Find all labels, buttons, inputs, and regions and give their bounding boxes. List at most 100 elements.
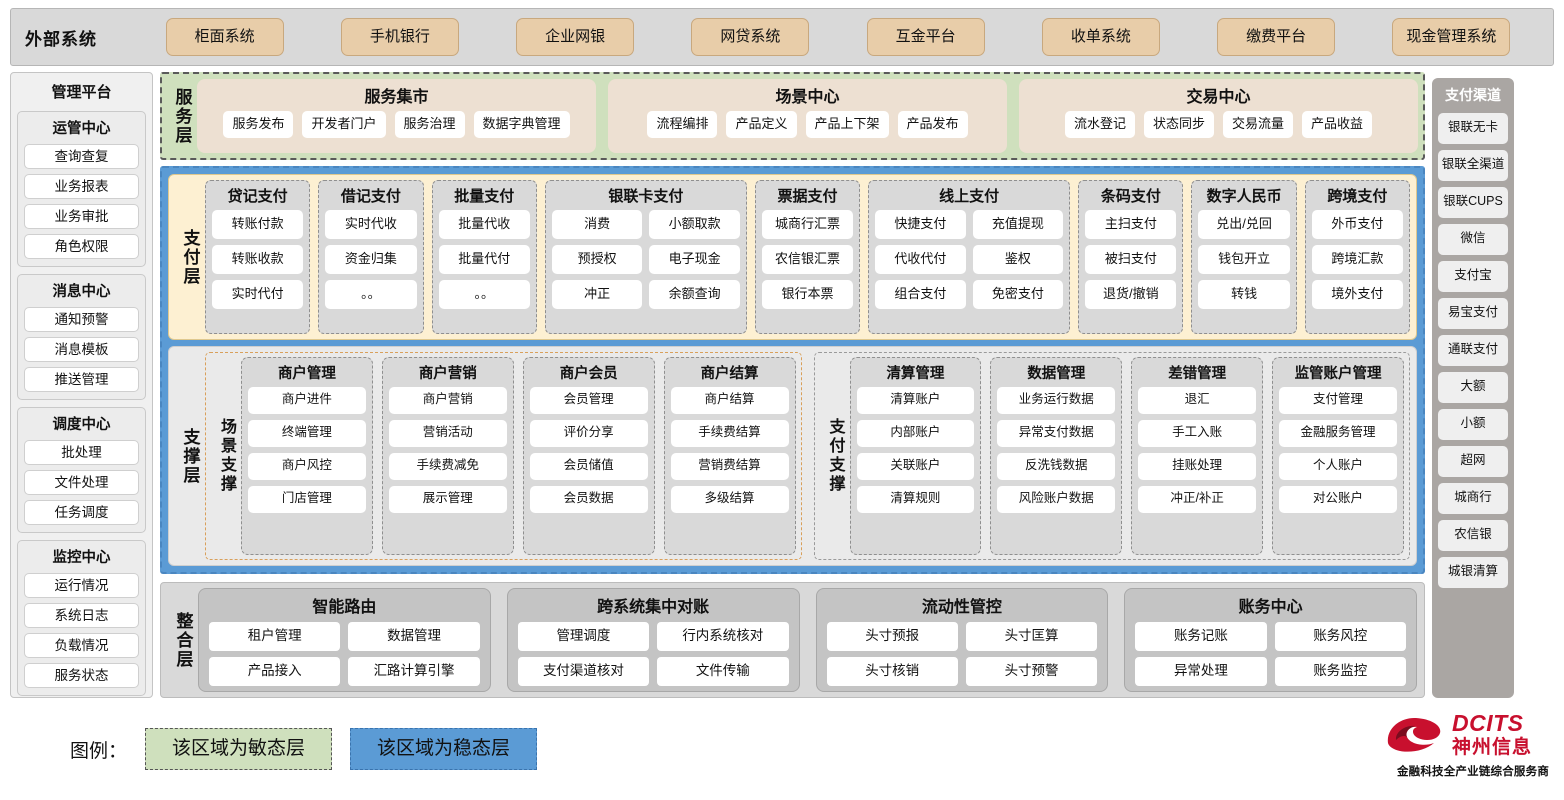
external-system-item[interactable]: 柜面系统 xyxy=(165,18,284,56)
payment-item[interactable]: 。。 xyxy=(438,280,530,309)
integration-item[interactable]: 账务监控 xyxy=(1274,657,1406,686)
payment-channel-item[interactable]: 大额 xyxy=(1438,372,1508,403)
support-item[interactable]: 清算规则 xyxy=(856,486,975,513)
payment-channel-item[interactable]: 通联支付 xyxy=(1438,335,1508,366)
payment-item[interactable]: 充值提现 xyxy=(972,210,1064,239)
service-item[interactable]: 产品收益 xyxy=(1302,111,1373,138)
payment-item[interactable]: 退货/撤销 xyxy=(1085,280,1177,309)
service-item[interactable]: 产品发布 xyxy=(897,111,968,138)
service-item[interactable]: 服务发布 xyxy=(223,111,294,138)
integration-item[interactable]: 头寸预报 xyxy=(826,622,958,651)
management-item[interactable]: 推送管理 xyxy=(24,367,139,392)
integration-item[interactable]: 支付渠道核对 xyxy=(517,657,650,686)
integration-item[interactable]: 异常处理 xyxy=(1135,657,1267,686)
payment-item[interactable]: 被扫支付 xyxy=(1085,245,1177,274)
payment-item[interactable]: 小额取款 xyxy=(649,210,740,239)
support-item[interactable]: 多级结算 xyxy=(670,486,789,513)
payment-item[interactable]: 资金归集 xyxy=(325,245,417,274)
integration-item[interactable]: 头寸预警 xyxy=(965,657,1098,686)
service-item[interactable]: 状态同步 xyxy=(1143,111,1214,138)
external-system-item[interactable]: 收单系统 xyxy=(1041,18,1160,56)
support-item[interactable]: 会员管理 xyxy=(529,387,648,414)
payment-item[interactable]: 快捷支付 xyxy=(875,210,966,239)
payment-channel-item[interactable]: 城商行 xyxy=(1438,483,1508,514)
payment-item[interactable]: 电子现金 xyxy=(649,245,740,274)
management-item[interactable]: 业务审批 xyxy=(24,204,139,229)
payment-item[interactable]: 农信银汇票 xyxy=(761,245,854,274)
support-item[interactable]: 退汇 xyxy=(1138,387,1257,414)
management-item[interactable]: 通知预警 xyxy=(24,307,139,332)
payment-channel-item[interactable]: 银联CUPS xyxy=(1438,187,1508,218)
external-system-item[interactable]: 现金管理系统 xyxy=(1392,18,1511,56)
integration-item[interactable]: 行内系统核对 xyxy=(657,622,789,651)
support-item[interactable]: 挂账处理 xyxy=(1138,453,1257,480)
external-system-item[interactable]: 手机银行 xyxy=(340,18,459,56)
payment-item[interactable]: 兑出/兑回 xyxy=(1198,210,1290,239)
service-item[interactable]: 数据字典管理 xyxy=(473,111,570,138)
payment-item[interactable]: 批量代付 xyxy=(438,245,530,274)
integration-item[interactable]: 租户管理 xyxy=(209,622,341,651)
payment-item[interactable]: 预授权 xyxy=(551,245,643,274)
payment-item[interactable]: 实时代收 xyxy=(325,210,417,239)
external-system-item[interactable]: 缴费平台 xyxy=(1217,18,1336,56)
payment-item[interactable]: 转钱 xyxy=(1198,280,1290,309)
support-item[interactable]: 内部账户 xyxy=(856,420,975,447)
integration-item[interactable]: 文件传输 xyxy=(657,657,789,686)
support-item[interactable]: 支付管理 xyxy=(1279,387,1397,414)
external-system-item[interactable]: 互金平台 xyxy=(866,18,985,56)
payment-item[interactable]: 银行本票 xyxy=(761,280,854,309)
management-item[interactable]: 消息模板 xyxy=(24,337,139,362)
payment-item[interactable]: 。。 xyxy=(325,280,417,309)
support-item[interactable]: 异常支付数据 xyxy=(997,420,1116,447)
management-item[interactable]: 任务调度 xyxy=(24,500,139,525)
integration-item[interactable]: 汇路计算引擎 xyxy=(348,657,480,686)
payment-item[interactable]: 实时代付 xyxy=(212,280,304,309)
payment-channel-item[interactable]: 易宝支付 xyxy=(1438,298,1508,329)
management-item[interactable]: 角色权限 xyxy=(24,234,139,259)
support-item[interactable]: 手工入账 xyxy=(1138,420,1257,447)
integration-item[interactable]: 账务记账 xyxy=(1135,622,1267,651)
payment-item[interactable]: 境外支付 xyxy=(1311,280,1404,309)
service-item[interactable]: 流程编排 xyxy=(647,111,718,138)
support-item[interactable]: 门店管理 xyxy=(248,486,366,513)
integration-item[interactable]: 头寸匡算 xyxy=(965,622,1098,651)
support-item[interactable]: 商户进件 xyxy=(248,387,366,414)
support-item[interactable]: 商户营销 xyxy=(388,387,507,414)
external-system-item[interactable]: 网贷系统 xyxy=(691,18,810,56)
payment-item[interactable]: 代收代付 xyxy=(875,245,966,274)
support-item[interactable]: 会员储值 xyxy=(529,453,648,480)
payment-channel-item[interactable]: 农信银 xyxy=(1438,520,1508,551)
payment-item[interactable]: 转账付款 xyxy=(212,210,304,239)
payment-channel-item[interactable]: 支付宝 xyxy=(1438,261,1508,292)
support-item[interactable]: 风险账户数据 xyxy=(997,486,1116,513)
integration-item[interactable]: 账务风控 xyxy=(1274,622,1406,651)
support-item[interactable]: 手续费结算 xyxy=(670,420,789,447)
management-item[interactable]: 批处理 xyxy=(24,440,139,465)
payment-item[interactable]: 主扫支付 xyxy=(1085,210,1177,239)
support-item[interactable]: 冲正/补正 xyxy=(1138,486,1257,513)
management-item[interactable]: 文件处理 xyxy=(24,470,139,495)
management-item[interactable]: 服务状态 xyxy=(24,663,139,688)
payment-channel-item[interactable]: 小额 xyxy=(1438,409,1508,440)
support-item[interactable]: 商户风控 xyxy=(248,453,366,480)
management-item[interactable]: 业务报表 xyxy=(24,174,139,199)
integration-item[interactable]: 管理调度 xyxy=(517,622,650,651)
payment-channel-item[interactable]: 微信 xyxy=(1438,224,1508,255)
support-item[interactable]: 营销活动 xyxy=(388,420,507,447)
support-item[interactable]: 业务运行数据 xyxy=(997,387,1116,414)
support-item[interactable]: 关联账户 xyxy=(856,453,975,480)
management-item[interactable]: 查询查复 xyxy=(24,144,139,169)
integration-item[interactable]: 产品接入 xyxy=(209,657,341,686)
management-item[interactable]: 系统日志 xyxy=(24,603,139,628)
service-item[interactable]: 交易流量 xyxy=(1223,111,1294,138)
payment-channel-item[interactable]: 银联全渠道 xyxy=(1438,150,1508,181)
support-item[interactable]: 终端管理 xyxy=(248,420,366,447)
payment-channel-item[interactable]: 银联无卡 xyxy=(1438,113,1508,144)
payment-item[interactable]: 城商行汇票 xyxy=(761,210,854,239)
payment-item[interactable]: 转账收款 xyxy=(212,245,304,274)
service-item[interactable]: 产品定义 xyxy=(726,111,797,138)
external-system-item[interactable]: 企业网银 xyxy=(516,18,635,56)
support-item[interactable]: 个人账户 xyxy=(1279,453,1397,480)
support-item[interactable]: 反洗钱数据 xyxy=(997,453,1116,480)
support-item[interactable]: 清算账户 xyxy=(856,387,975,414)
